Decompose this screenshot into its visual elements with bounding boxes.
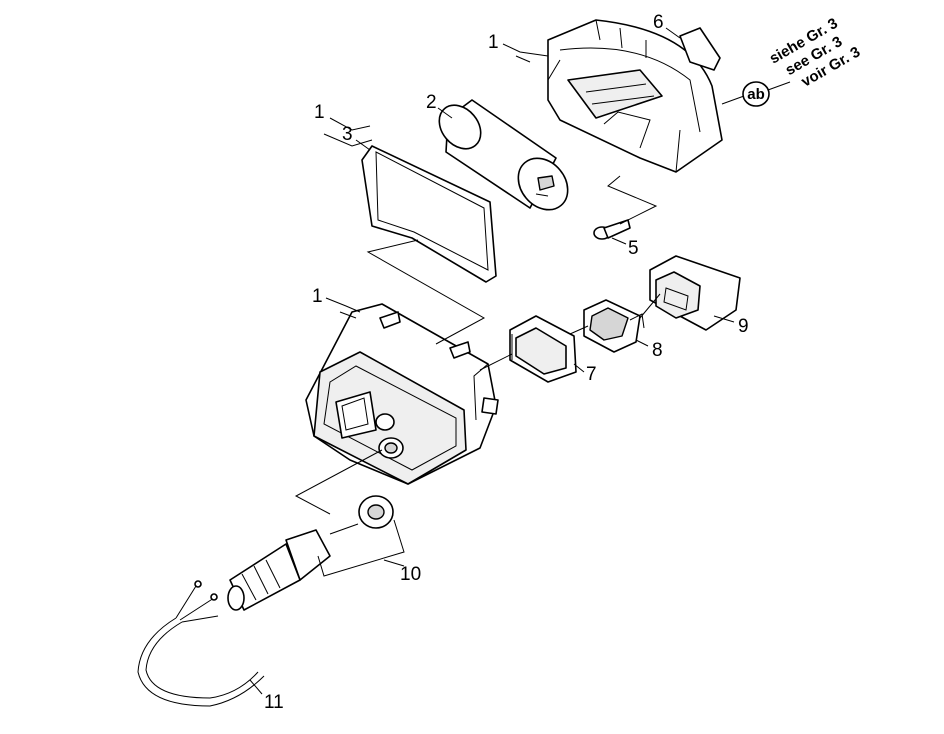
cable-gland bbox=[227, 529, 331, 611]
switch-cover bbox=[509, 315, 577, 383]
power-cable bbox=[137, 580, 265, 707]
reference-badge-label: ab bbox=[747, 86, 765, 103]
callout-9: 9 bbox=[738, 316, 749, 337]
top-cover bbox=[547, 19, 723, 173]
capacitor bbox=[438, 99, 569, 211]
leader-lines bbox=[249, 27, 791, 695]
callout-1-mid: 1 bbox=[312, 286, 323, 307]
callout-1-left: 1 bbox=[314, 102, 325, 123]
housing bbox=[305, 303, 499, 485]
nut bbox=[358, 495, 394, 529]
callout-8: 8 bbox=[652, 340, 663, 361]
rocker-switch bbox=[583, 299, 645, 353]
screw bbox=[593, 219, 631, 240]
callout-6: 6 bbox=[653, 12, 664, 33]
callout-7: 7 bbox=[586, 364, 597, 385]
label-plate bbox=[679, 27, 721, 71]
callout-11: 11 bbox=[264, 692, 284, 713]
callout-1-top: 1 bbox=[488, 32, 499, 53]
callout-3: 3 bbox=[342, 124, 353, 145]
switch-frame bbox=[649, 255, 741, 331]
callout-2: 2 bbox=[426, 92, 437, 113]
callout-10: 10 bbox=[400, 564, 421, 585]
gasket bbox=[361, 145, 497, 283]
callout-5: 5 bbox=[628, 238, 639, 259]
reference-badge: ab bbox=[742, 81, 770, 107]
